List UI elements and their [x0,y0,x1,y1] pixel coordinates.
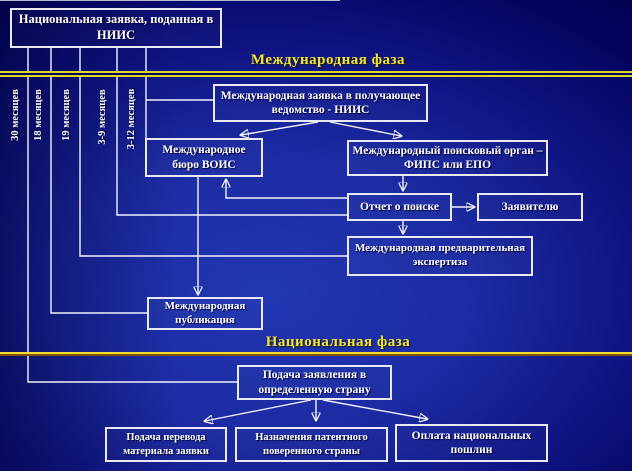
national-phase-title: Национальная фаза [265,334,411,350]
arrow-app-to-search-authority [329,121,401,136]
national-phase-divider [0,352,632,356]
box-to-applicant: Заявителю [477,193,583,221]
timeline-label-18-months: 18 месяцев [33,89,44,141]
international-phase-divider [0,71,632,77]
box-national-fees: Оплата национальных пошлин [395,424,548,462]
box-translation-filing: Подача перевода материала заявки [105,427,227,462]
international-phase-title: Международная фаза [250,52,406,68]
arrow-report-to-wipo-bureau [226,180,347,199]
timeline-label-30-months: 30 месяцев [10,89,21,141]
box-international-publication: Международная публикация [147,297,263,330]
box-search-report: Отчет о поиске [347,193,452,221]
timeline-label-3-9-months: 3-9 месяцев [97,89,108,145]
box-national-application: Национальная заявка, поданная в НИИС [10,8,222,48]
timeline-label-19-months: 19 месяцев [61,89,72,141]
arrow-entry-to-fees [322,399,427,419]
slide-top-edge [0,0,340,1]
arrow-app-to-wipo-bureau [241,121,319,135]
timeline-label-3-12-months: 3-12 месяцев [126,88,137,150]
box-patent-attorney: Назначения патентного поверенного страны [235,427,388,462]
box-international-application: Международная заявка в получающее ведомс… [213,84,428,122]
box-preliminary-examination: Международная предварительная экспертиза [347,236,533,276]
box-wipo-bureau: Международное бюро ВОИС [145,138,263,177]
box-national-entry: Подача заявления в определенную страну [237,365,392,400]
box-search-authority: Международный поисковый орган –ФИПС или … [347,140,548,176]
arrow-entry-to-translation [205,399,312,421]
